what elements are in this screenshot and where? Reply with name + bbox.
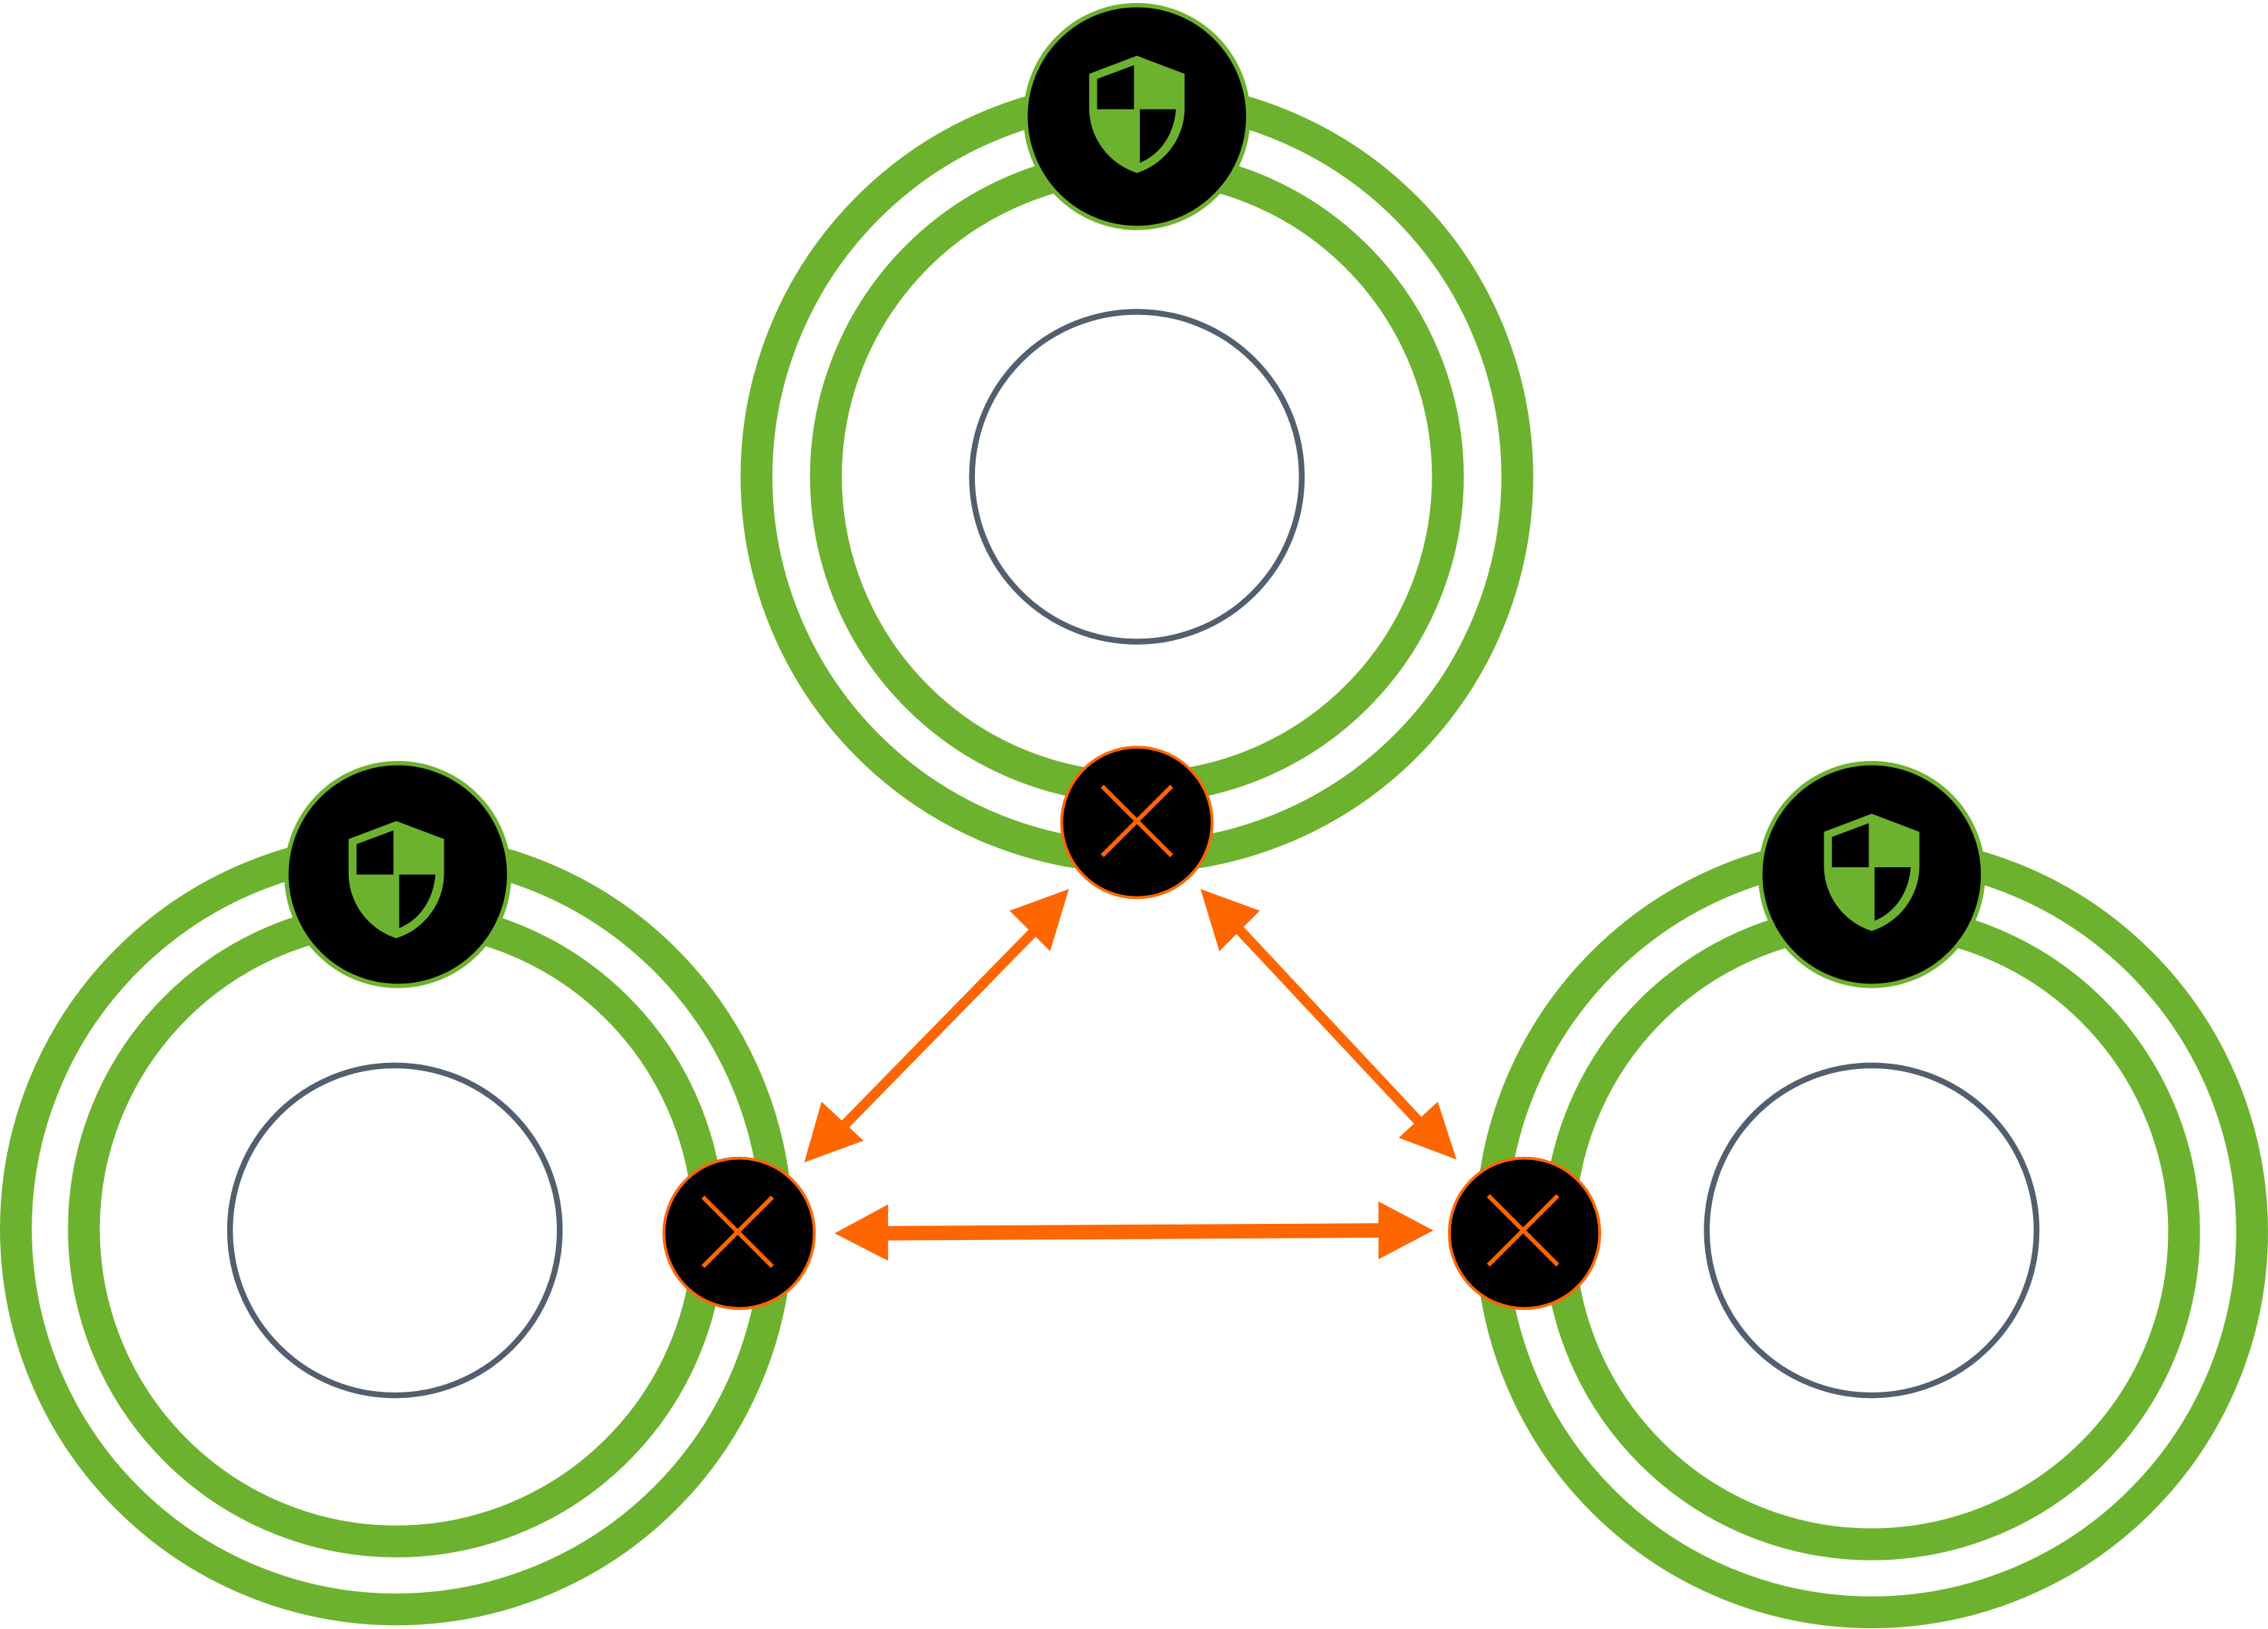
blocked-badge[interactable] (1448, 1156, 1602, 1310)
arrowhead (1378, 1201, 1434, 1260)
security-badge[interactable] (1023, 2, 1251, 230)
link-top-right (1200, 889, 1457, 1160)
cluster-top (740, 2, 1533, 900)
cluster-left (0, 761, 816, 1626)
security-badge[interactable] (284, 761, 511, 988)
blocked-badge[interactable] (1060, 746, 1214, 900)
arrowhead (834, 1204, 889, 1261)
arrowhead (1009, 889, 1069, 951)
arrowhead (1399, 1101, 1457, 1160)
core-circle (1704, 1062, 2040, 1399)
arrowhead (1200, 889, 1260, 951)
link-left-top (804, 889, 1069, 1163)
blocked-badge[interactable] (662, 1156, 816, 1310)
arrowhead (804, 1101, 864, 1163)
security-badge[interactable] (1757, 761, 1985, 988)
core-circle (226, 1062, 563, 1399)
cluster-right (1448, 761, 2268, 1628)
link-left-right (834, 1201, 1434, 1261)
core-circle (969, 309, 1305, 645)
